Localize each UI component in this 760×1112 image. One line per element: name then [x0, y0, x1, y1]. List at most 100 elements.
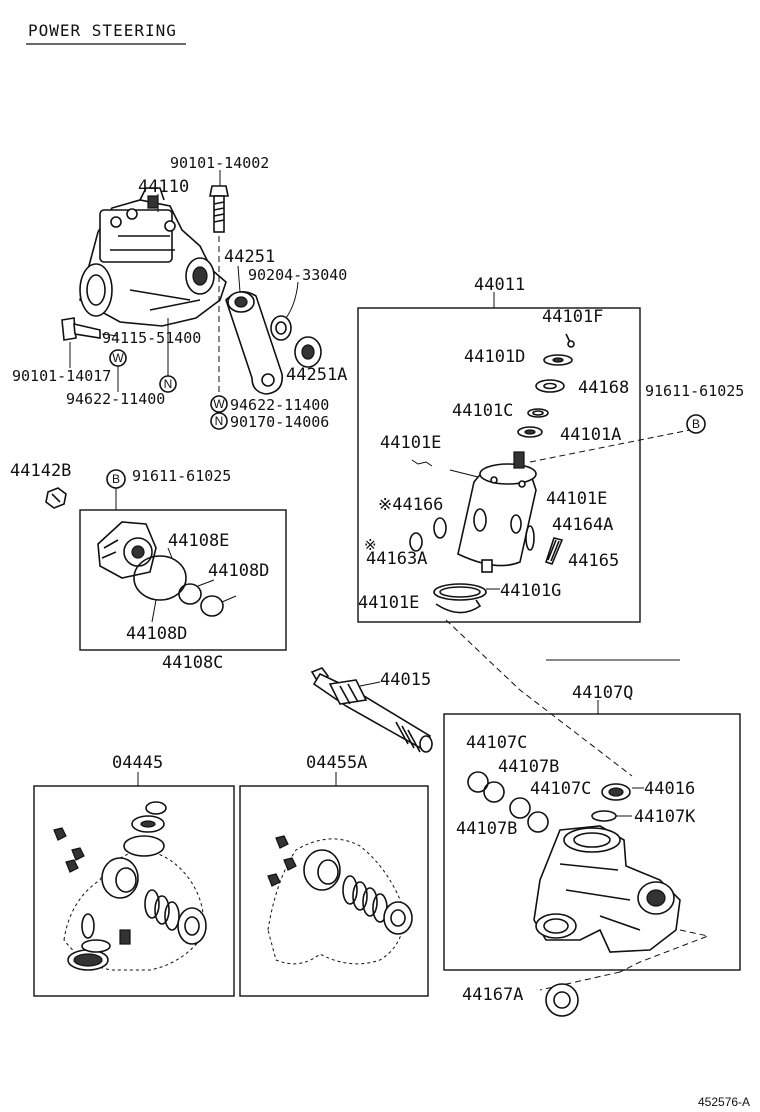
label-90170-14006[interactable]: 90170-14006 [230, 413, 329, 431]
oring-44166[interactable] [433, 517, 447, 539]
bolt-90101-14002[interactable] [209, 185, 229, 233]
label-44107B-bottom[interactable]: 44107B [456, 819, 517, 839]
label-90101-14017[interactable]: 90101-14017 [12, 367, 111, 385]
bleeder-plug-44142B[interactable] [45, 487, 67, 509]
label-44101E-bottom[interactable]: 44101E [358, 593, 419, 613]
dash-line [445, 619, 633, 777]
oring-44107C[interactable] [509, 797, 531, 819]
leader [197, 579, 215, 587]
leader [167, 547, 173, 559]
nut-symbol-n [159, 375, 177, 393]
leader [449, 469, 483, 479]
label-44163A-mark: ※ [364, 536, 377, 554]
end-cover-44108C[interactable] [97, 521, 157, 579]
label-44101D[interactable]: 44101D [464, 347, 525, 367]
bolt-symbol-text: B [112, 472, 120, 486]
label-44101F[interactable]: 44101F [542, 307, 603, 327]
oring-44107B[interactable] [527, 811, 549, 833]
box-kit-04445 [33, 785, 235, 997]
leader [151, 599, 157, 623]
label-90101-14002[interactable]: 90101-14002 [170, 154, 269, 172]
label-44166[interactable]: ※44166 [378, 495, 443, 515]
label-44251A[interactable]: 44251A [286, 365, 347, 385]
washer-44101D[interactable] [543, 354, 573, 366]
label-44251[interactable]: 44251 [224, 247, 275, 267]
label-91611-61025-right[interactable]: 91611-61025 [645, 382, 744, 400]
label-44164A[interactable]: 44164A [552, 515, 613, 535]
dash-line [539, 971, 621, 991]
label-44107K[interactable]: 44107K [634, 807, 696, 827]
bearing-44016[interactable] [601, 783, 631, 801]
label-44107Q[interactable]: 44107Q [572, 683, 633, 703]
label-04455A[interactable]: 04455A [306, 753, 367, 773]
label-44108C[interactable]: 44108C [162, 653, 223, 673]
label-44107C-left[interactable]: 44107C [466, 733, 527, 753]
washer-symbol-text: W [112, 351, 124, 365]
nut-90204-33040[interactable] [270, 315, 292, 341]
label-44011[interactable]: 44011 [474, 275, 525, 295]
box-kit-04455A [239, 785, 429, 997]
label-90204-33040[interactable]: 90204-33040 [248, 266, 347, 284]
label-94115-51400[interactable]: 94115-51400 [102, 329, 201, 347]
label-44167A[interactable]: 44167A [462, 985, 523, 1005]
seal-44101A[interactable] [517, 426, 543, 438]
oring-44108E[interactable] [178, 583, 202, 605]
label-04445[interactable]: 04445 [112, 753, 163, 773]
worm-shaft-44015[interactable] [310, 667, 433, 753]
label-94622-11400-right[interactable]: 94622-11400 [230, 396, 329, 414]
label-44101A[interactable]: 44101A [560, 425, 621, 445]
label-44142B[interactable]: 44142B [10, 461, 71, 481]
label-94622-11400-left[interactable]: 94622-11400 [66, 390, 165, 408]
spring-pin-44101E[interactable] [411, 459, 433, 467]
pitman-arm-44251[interactable] [225, 291, 283, 395]
nut-symbol-text: N [215, 414, 224, 428]
oring-44108D[interactable] [200, 595, 224, 617]
valve-body-44101E[interactable] [457, 451, 537, 573]
label-44108D-bottom[interactable]: 44108D [126, 624, 187, 644]
oring-44163A[interactable] [409, 532, 423, 552]
leader [285, 281, 299, 319]
oring-44107K[interactable] [591, 810, 617, 822]
gear-housing-44107Q[interactable] [533, 825, 681, 953]
label-44107B-top[interactable]: 44107B [498, 757, 559, 777]
ring-44101G[interactable] [433, 583, 487, 601]
washer-44168[interactable] [535, 379, 565, 393]
figure-code: 452576-A [698, 1095, 750, 1109]
pin-44101F[interactable] [565, 333, 575, 348]
oil-seal-44167A[interactable] [545, 983, 579, 1017]
washer-symbol-w [210, 395, 228, 413]
spring-44165[interactable] [544, 537, 564, 565]
label-44107C-right[interactable]: 44107C [530, 779, 591, 799]
label-44101E-top[interactable]: 44101E [380, 433, 441, 453]
label-44015[interactable]: 44015 [380, 670, 431, 690]
leader [237, 265, 241, 293]
bushing-44251A[interactable] [294, 336, 322, 368]
label-91611-61025-left[interactable]: 91611-61025 [132, 467, 231, 485]
gear-box-assembly-44110[interactable] [79, 187, 227, 327]
gasket-kit-04445[interactable] [53, 801, 207, 971]
leader [221, 595, 237, 603]
label-44110[interactable]: 44110 [138, 177, 189, 197]
label-44101E-mid[interactable]: 44101E [546, 489, 607, 509]
label-44016[interactable]: 44016 [644, 779, 695, 799]
ring-44101E[interactable] [435, 599, 482, 614]
seal-kit-04455A[interactable] [267, 835, 413, 965]
label-44108D-right[interactable]: 44108D [208, 561, 269, 581]
bolt-90101-14017[interactable] [61, 317, 101, 341]
dash-line [529, 429, 691, 463]
dash-line [619, 929, 710, 973]
label-44108E[interactable]: 44108E [168, 531, 229, 551]
label-44168[interactable]: 44168 [578, 378, 629, 398]
seal-44164A[interactable] [525, 525, 535, 551]
oring-44107C[interactable] [467, 771, 489, 793]
label-44163A[interactable]: 44163A [366, 549, 427, 569]
ring-44101C[interactable] [527, 408, 549, 418]
oring-44108D[interactable] [133, 555, 187, 601]
oring-44107B[interactable] [483, 781, 505, 803]
nut-symbol-text: N [164, 377, 173, 391]
label-44101C[interactable]: 44101C [452, 401, 513, 421]
label-44165[interactable]: 44165 [568, 551, 619, 571]
label-44101G[interactable]: 44101G [500, 581, 561, 601]
